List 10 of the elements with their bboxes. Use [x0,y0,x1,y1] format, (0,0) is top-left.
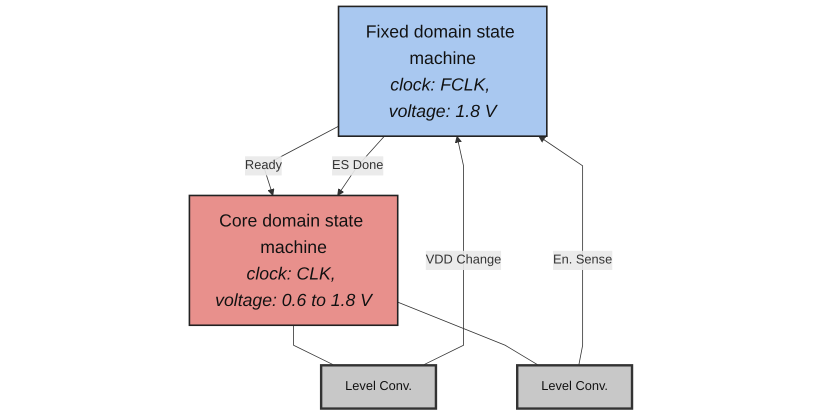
node-box: Fixed domain state machine clock: FCLK, voltage: 1.8 V [338,6,548,137]
edge-label: Ready [244,158,282,172]
arrow [538,136,583,366]
edge-label: ES Done [332,158,384,172]
node-box: Core domain state machine clock: CLK, voltage: 0.6 to 1.8 V [188,194,398,326]
edge-label: En. Sense [552,253,612,267]
node-box: Level Conv. [516,364,633,410]
edge-label: VDD Change [426,253,502,267]
node-box: Level Conv. [320,364,437,410]
connector [397,302,539,366]
